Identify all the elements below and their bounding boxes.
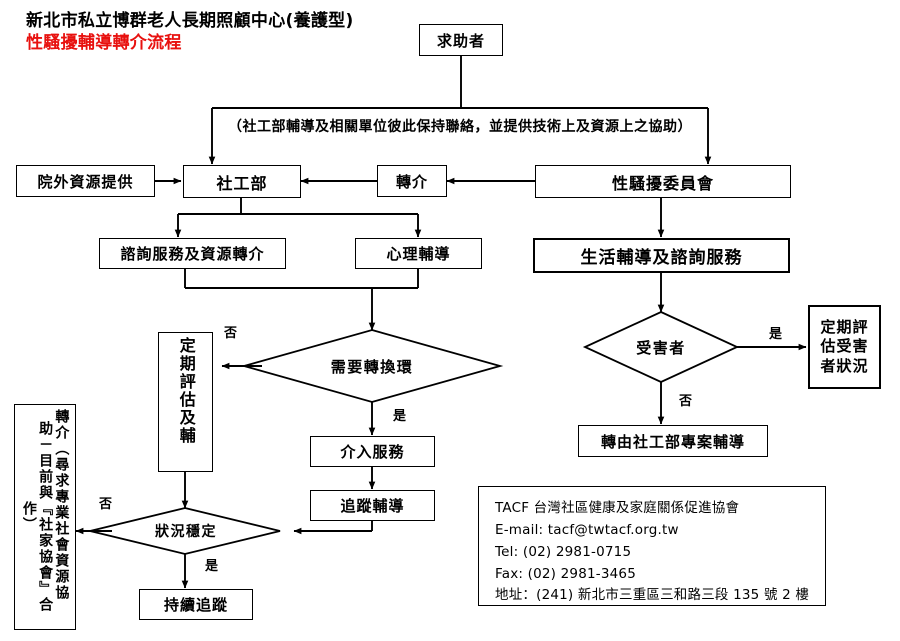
edge-label-yes-stable: 是 [205, 559, 219, 574]
referral-long-vertical-wrap: 助－目前與『社家協會』合作） 轉介（尋求專業社會資源協 [20, 405, 71, 629]
node-periodic-eval-aid[interactable]: 定期評估及輔 [158, 332, 213, 472]
bracket-note: （社工部輔導及相關單位彼此保持聯絡，並提供技術上及資源上之協助） [228, 119, 692, 135]
node-continuous-tracking[interactable]: 持續追蹤 [139, 589, 253, 620]
node-social-work-dept[interactable]: 社工部 [183, 165, 301, 198]
node-transfer-case-work[interactable]: 轉由社工部專案輔導 [578, 425, 768, 457]
decision-victim-label[interactable]: 受害者 [636, 338, 686, 357]
periodic-eval-text: 定期評估及輔 [176, 337, 196, 445]
node-psych-counseling[interactable]: 心理輔導 [355, 238, 482, 269]
edge-label-yes-transfer: 是 [393, 409, 407, 424]
decision-need-transfer-shape [240, 329, 504, 403]
edge-label-no-stable: 否 [99, 497, 113, 512]
node-follow-up-counseling[interactable]: 追蹤輔導 [310, 490, 435, 521]
contact-info-box: TACF 台灣社區健康及家庭關係促進協會 E-mail: tacf@twtacf… [478, 486, 826, 606]
edge-label-yes-victim: 是 [769, 327, 783, 342]
node-external-resource[interactable]: 院外資源提供 [16, 165, 155, 197]
node-consult-and-resource[interactable]: 諮詢服務及資源轉介 [99, 238, 286, 269]
periodic-eval-vertical-wrap: 定期評估及輔 [175, 333, 196, 471]
node-intervention-service[interactable]: 介入服務 [310, 436, 435, 467]
contact-line-address: 地址：(241) 新北市三重區三和路三段 135 號 2 樓 [495, 587, 810, 604]
contact-line-email[interactable]: E-mail: tacf@twtacf.org.tw [495, 521, 679, 538]
edge-label-no-transfer: 否 [224, 326, 238, 341]
contact-line-tel: Tel: (02) 2981-0715 [495, 543, 632, 560]
contact-line-org: TACF 台灣社區健康及家庭關係促進協會 [495, 500, 740, 516]
node-harassment-committee[interactable]: 性騷擾委員會 [535, 165, 791, 198]
referral-long-col1: 轉介（尋求專業社會資源協 [53, 409, 70, 601]
decision-status-stable-shape [89, 507, 281, 555]
decision-need-transfer-label[interactable]: 需要轉換環 [330, 357, 414, 376]
referral-long-col2: 助－目前與『社家協會』合作） [20, 421, 54, 613]
node-referral[interactable]: 轉介 [377, 165, 447, 197]
contact-line-fax: Fax: (02) 2981-3465 [495, 565, 637, 582]
title-block: 新北市私立博群老人長期照顧中心(養護型) 性騷擾輔導轉介流程 [26, 10, 354, 54]
decision-victim-shape [582, 311, 740, 383]
decision-status-stable-label[interactable]: 狀況穩定 [155, 524, 217, 540]
edge-label-no-victim: 否 [679, 394, 693, 409]
org-title: 新北市私立博群老人長期照顧中心(養護型) [26, 11, 354, 31]
node-periodic-eval-victim[interactable]: 定期評估受害者狀況 [808, 305, 881, 389]
node-life-and-consult[interactable]: 生活輔導及諮詢服務 [533, 238, 790, 273]
flow-title: 性騷擾輔導轉介流程 [26, 33, 182, 54]
node-help-seeker[interactable]: 求助者 [419, 24, 503, 56]
node-referral-long[interactable]: 助－目前與『社家協會』合作） 轉介（尋求專業社會資源協 [14, 404, 76, 630]
